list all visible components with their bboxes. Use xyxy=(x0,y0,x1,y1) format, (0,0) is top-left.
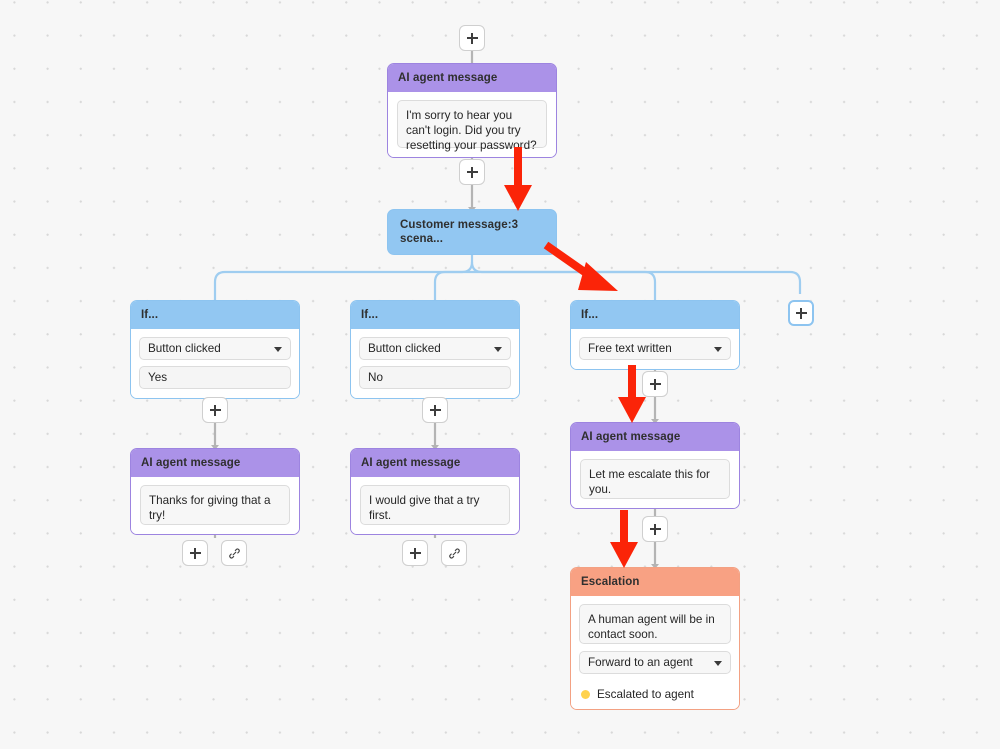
node-title: AI agent message xyxy=(571,423,739,451)
condition-select-3[interactable]: Free text written xyxy=(579,337,731,360)
plus-icon xyxy=(429,404,441,416)
node-title: Escalation xyxy=(571,568,739,596)
condition-value: Button clicked xyxy=(148,342,221,355)
plus-icon xyxy=(649,378,661,390)
node-escalation[interactable]: Escalation A human agent will be in cont… xyxy=(570,567,740,710)
node-ai-agent-message-1[interactable]: AI agent message Thanks for giving that … xyxy=(130,448,300,535)
condition-value: Button clicked xyxy=(368,342,441,355)
add-node-button-footer-1[interactable] xyxy=(182,540,208,566)
node-ai-agent-message-3[interactable]: AI agent message Let me escalate this fo… xyxy=(570,422,740,509)
add-node-button-branch-1[interactable] xyxy=(202,397,228,423)
node-if-branch-3[interactable]: If... Free text written xyxy=(570,300,740,370)
escalation-action-select[interactable]: Forward to an agent xyxy=(579,651,731,674)
node-customer-message[interactable]: Customer message:3 scena... xyxy=(387,209,557,255)
add-node-button-after-root-message[interactable] xyxy=(459,159,485,185)
node-title: AI agent message xyxy=(351,449,519,477)
chevron-down-icon xyxy=(714,660,722,666)
add-node-button-branch-3[interactable] xyxy=(642,371,668,397)
plus-icon xyxy=(466,32,478,44)
escalation-action-value: Forward to an agent xyxy=(588,656,693,669)
add-branch-button[interactable] xyxy=(788,300,814,326)
plus-icon xyxy=(795,307,807,319)
node-title: If... xyxy=(351,301,519,329)
plus-icon xyxy=(649,523,661,535)
message-text[interactable]: Thanks for giving that a try! xyxy=(140,485,290,525)
chevron-down-icon xyxy=(494,346,502,352)
plus-icon xyxy=(466,166,478,178)
condition-value-field-2[interactable]: No xyxy=(359,366,511,389)
condition-value-field-1[interactable]: Yes xyxy=(139,366,291,389)
message-text[interactable]: I'm sorry to hear you can't login. Did y… xyxy=(397,100,547,152)
message-text[interactable]: I would give that a try first. xyxy=(360,485,510,525)
chevron-down-icon xyxy=(714,346,722,352)
chevron-down-icon xyxy=(274,346,282,352)
link-icon xyxy=(448,548,460,558)
node-title: If... xyxy=(131,301,299,329)
node-if-branch-1[interactable]: If... Button clicked Yes xyxy=(130,300,300,399)
node-title: AI agent message xyxy=(388,64,556,92)
plus-icon xyxy=(409,547,421,559)
plus-icon xyxy=(189,547,201,559)
add-node-button-branch-2[interactable] xyxy=(422,397,448,423)
message-text[interactable]: A human agent will be in contact soon. xyxy=(579,604,731,644)
status-dot-icon xyxy=(581,690,590,699)
plus-icon xyxy=(209,404,221,416)
escalation-status-row: Escalated to agent xyxy=(571,681,739,709)
condition-value: Free text written xyxy=(588,342,672,355)
node-ai-agent-message-root[interactable]: AI agent message I'm sorry to hear you c… xyxy=(387,63,557,158)
node-title: Customer message:3 scena... xyxy=(400,219,519,245)
node-title: AI agent message xyxy=(131,449,299,477)
message-text[interactable]: Let me escalate this for you. xyxy=(580,459,730,499)
link-node-button-footer-1[interactable] xyxy=(221,540,247,566)
add-node-button-before-escalation[interactable] xyxy=(642,516,668,542)
node-title: If... xyxy=(571,301,739,329)
link-node-button-footer-2[interactable] xyxy=(441,540,467,566)
link-icon xyxy=(228,548,240,558)
node-ai-agent-message-2[interactable]: AI agent message I would give that a try… xyxy=(350,448,520,535)
add-node-button-root[interactable] xyxy=(459,25,485,51)
node-if-branch-2[interactable]: If... Button clicked No xyxy=(350,300,520,399)
status-badge: Escalated to agent xyxy=(597,688,694,701)
condition-select-2[interactable]: Button clicked xyxy=(359,337,511,360)
condition-select-1[interactable]: Button clicked xyxy=(139,337,291,360)
annotation-arrow-to-escalation-node xyxy=(610,510,638,568)
add-node-button-footer-2[interactable] xyxy=(402,540,428,566)
